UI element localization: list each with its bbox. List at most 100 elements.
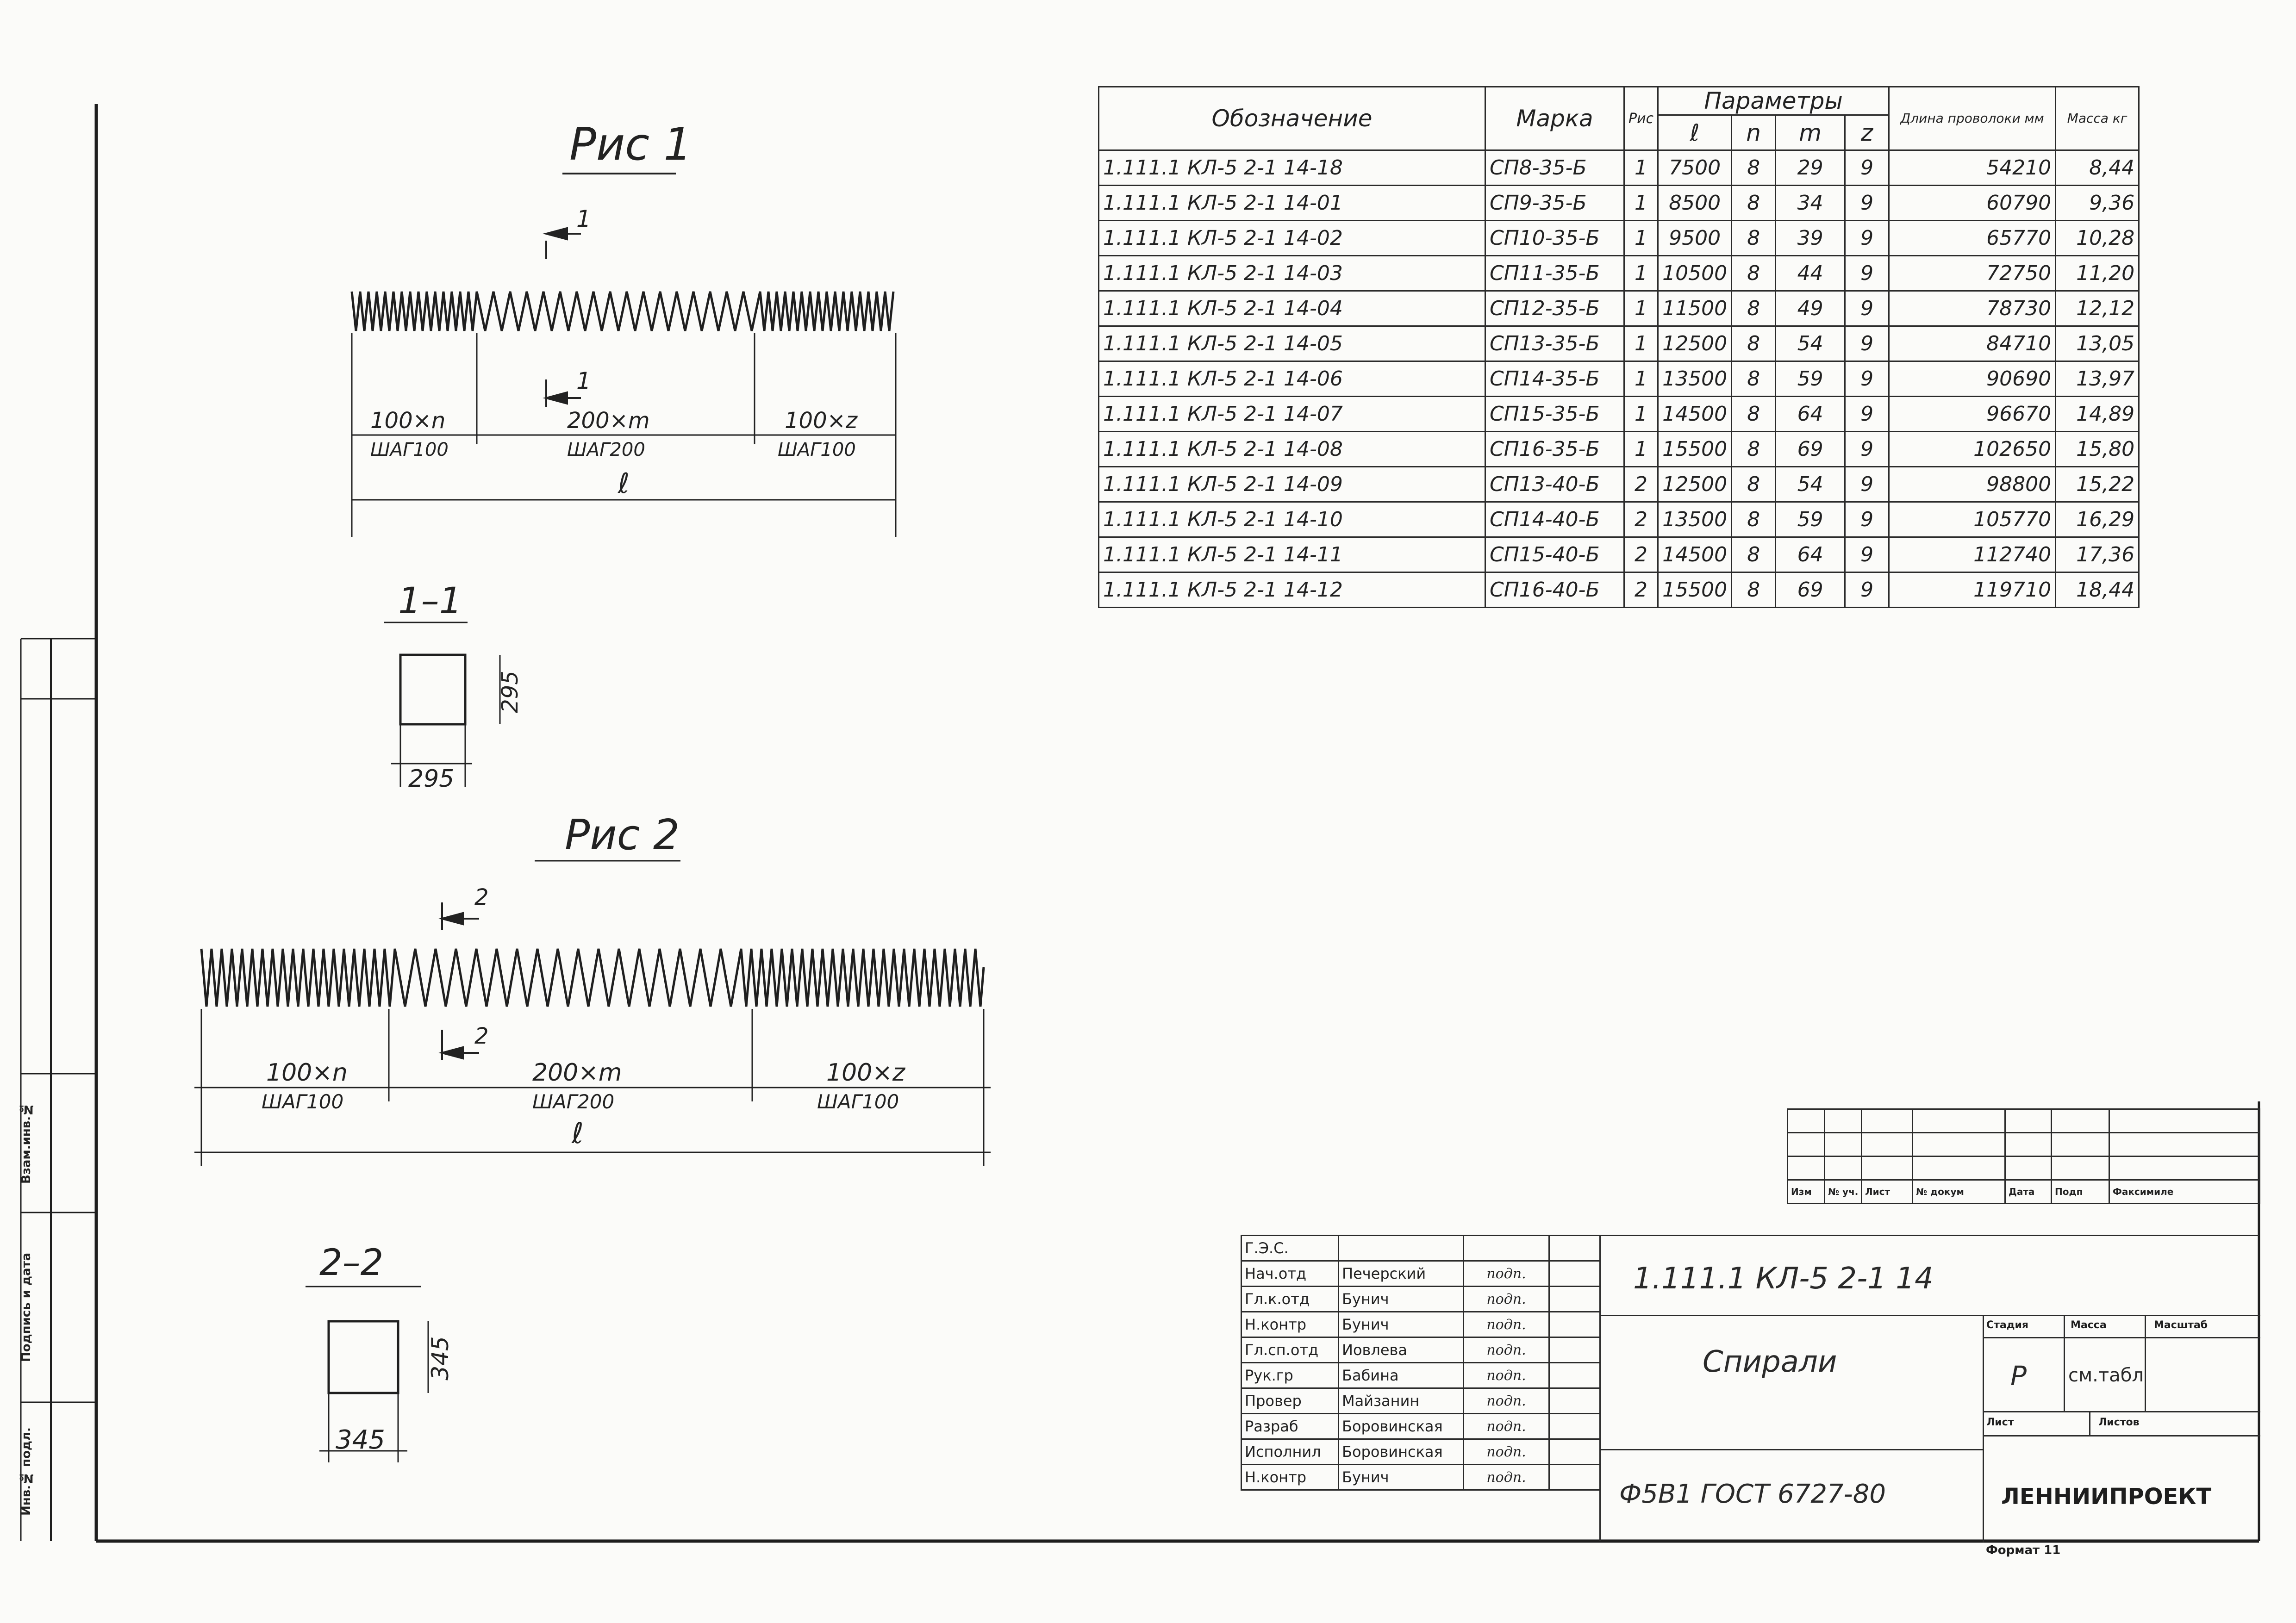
m-cell: 64 [1775, 396, 1846, 432]
l-cell: 14500 [1657, 396, 1733, 432]
fig-cell: 2 [1623, 466, 1659, 503]
z-cell: 9 [1844, 501, 1890, 538]
n-cell: 8 [1731, 325, 1777, 362]
fig2-section-mark-bottom: 2 [438, 1023, 489, 1060]
fig-cell: 1 [1623, 361, 1659, 397]
signature-cell: подп. [1463, 1337, 1550, 1363]
fig1-spiral [350, 291, 895, 331]
role-cell: Провер [1241, 1387, 1339, 1414]
signature-cell: подп. [1463, 1286, 1550, 1312]
fig-cell: 1 [1623, 220, 1659, 256]
organization-cell: ЛЕННИИПРОЕКТ [1983, 1435, 2260, 1542]
signature-cell [1463, 1235, 1550, 1262]
header-n: n [1731, 114, 1777, 151]
fig2-dim-middle: 200×m [532, 1059, 622, 1087]
l-cell: 8500 [1657, 185, 1733, 221]
section2-height: 345 [427, 1336, 454, 1380]
header-wire-length: Длина проволоки мм [1888, 86, 2057, 151]
wire-length-cell: 90690 [1888, 361, 2057, 397]
role-cell: Исполнил [1241, 1438, 1339, 1465]
l-cell: 11500 [1657, 290, 1733, 327]
date-cell [1548, 1464, 1601, 1491]
n-cell: 8 [1731, 466, 1777, 503]
l-cell: 12500 [1657, 325, 1733, 362]
n-cell: 8 [1731, 220, 1777, 256]
document-code: 1.111.1 КЛ-5 2-1 14 [1633, 1262, 1934, 1296]
section2-width: 345 [336, 1425, 385, 1455]
l-cell: 13500 [1657, 501, 1733, 538]
changes-empty-row [1787, 1108, 2260, 1133]
mass-cell: 14,89 [2055, 396, 2140, 432]
n-cell: 8 [1731, 255, 1777, 292]
name-cell: Бунич [1338, 1311, 1464, 1338]
n-cell: 8 [1731, 572, 1777, 608]
section1-label: 1–1 [398, 580, 462, 622]
fig1-section-mark-top: 1 [543, 205, 591, 259]
header-z: z [1844, 114, 1890, 151]
stage-values-row: Р см.табл [1983, 1315, 2260, 1412]
mass-cell: 18,44 [2055, 572, 2140, 608]
fig1-dim-middle: 200×m [567, 408, 650, 434]
sheet-label: Лист [1986, 1417, 2014, 1428]
designation-cell: 1.111.1 КЛ-5 2-1 14-18 [1098, 149, 1486, 186]
fig-cell: 1 [1623, 290, 1659, 327]
fig1-dimensions [351, 333, 897, 537]
date-cell [1548, 1311, 1601, 1338]
wire-length-cell: 60790 [1888, 185, 2057, 221]
n-cell: 8 [1731, 361, 1777, 397]
fig2-dim-labels: 100×n ШАГ100 200×m ШАГ200 100×z ШАГ100 ℓ [262, 1059, 906, 1150]
designation-cell: 1.111.1 КЛ-5 2-1 14-05 [1098, 325, 1486, 362]
changes-header-cell: Подп [2051, 1179, 2110, 1204]
fig1-section-number: 1 [576, 205, 591, 232]
designation-cell: 1.111.1 КЛ-5 2-1 14-09 [1098, 466, 1486, 503]
section1-square [399, 653, 467, 726]
signature-cell: подп. [1463, 1413, 1550, 1440]
mass-cell: 8,44 [2055, 149, 2140, 186]
designation-cell: 1.111.1 КЛ-5 2-1 14-08 [1098, 431, 1486, 467]
designation-cell: 1.111.1 КЛ-5 2-1 14-04 [1098, 290, 1486, 327]
date-cell [1548, 1413, 1601, 1440]
fig-cell: 1 [1623, 325, 1659, 362]
changes-header-cell: № уч. [1824, 1179, 1862, 1204]
fig1-title: Рис 1 [569, 118, 692, 170]
mark-cell: СП15-35-Б [1485, 396, 1625, 432]
n-cell: 8 [1731, 431, 1777, 467]
fig2-dim-middle-step: ШАГ200 [532, 1090, 614, 1113]
designation-cell: 1.111.1 КЛ-5 2-1 14-10 [1098, 501, 1486, 538]
m-cell: 69 [1775, 572, 1846, 608]
designation-cell: 1.111.1 КЛ-5 2-1 14-02 [1098, 220, 1486, 256]
material-cell: Ф5В1 ГОСТ 6727-80 [1601, 1449, 1984, 1542]
spec-table: Обозначение Марка Рис Параметры Длина пр… [1098, 86, 2140, 608]
name-cell: Бунич [1338, 1464, 1464, 1491]
date-cell [1548, 1235, 1601, 1262]
n-cell: 8 [1731, 290, 1777, 327]
fig-cell: 1 [1623, 255, 1659, 292]
changes-header-cell: Дата [2004, 1179, 2052, 1204]
mass-cell: 15,80 [2055, 431, 2140, 467]
mass-cell: 13,05 [2055, 325, 2140, 362]
mark-cell: СП14-35-Б [1485, 361, 1625, 397]
l-cell: 10500 [1657, 255, 1733, 292]
m-cell: 64 [1775, 536, 1846, 573]
z-cell: 9 [1844, 325, 1890, 362]
header-m: m [1775, 114, 1846, 151]
wire-length-cell: 105770 [1888, 501, 2057, 538]
z-cell: 9 [1844, 185, 1890, 221]
m-cell: 29 [1775, 149, 1846, 186]
sheets-row: Лист Листов [1983, 1411, 2260, 1436]
designation-cell: 1.111.1 КЛ-5 2-1 14-11 [1098, 536, 1486, 573]
m-cell: 44 [1775, 255, 1846, 292]
designation-cell: 1.111.1 КЛ-5 2-1 14-06 [1098, 361, 1486, 397]
